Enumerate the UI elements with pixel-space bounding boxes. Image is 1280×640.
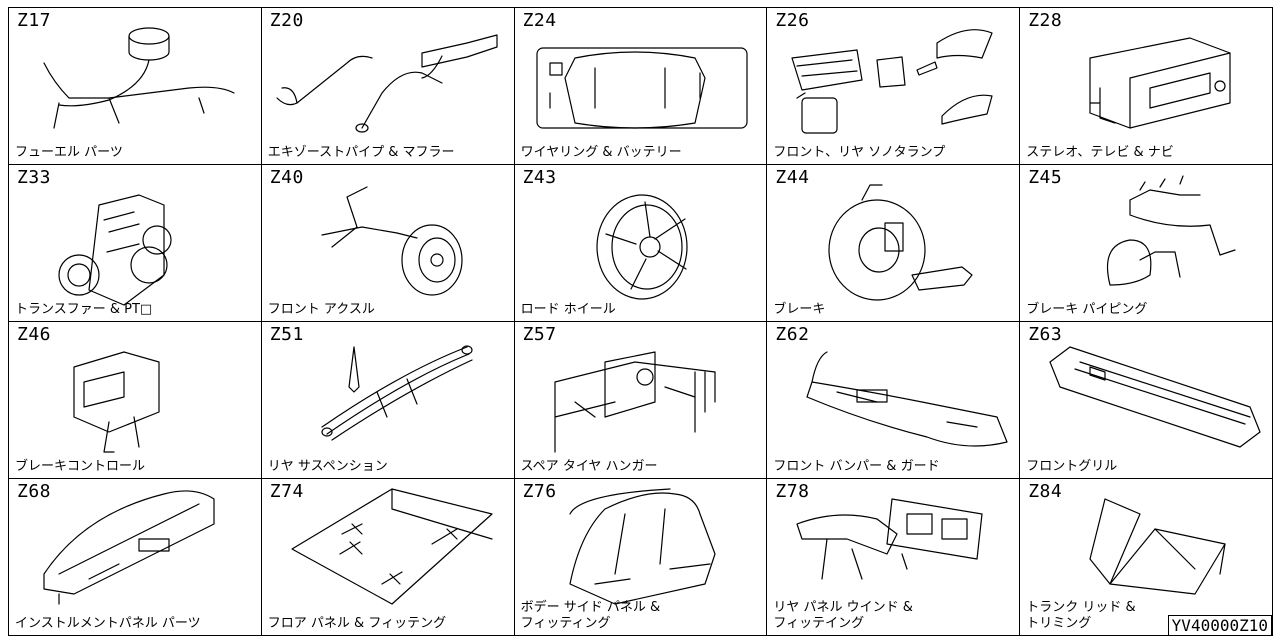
section-code: Z40 [269,167,304,188]
section-label: フロント バンパー & ガード [773,459,940,474]
section-code: Z62 [775,324,810,345]
section-label: エキゾーストパイプ & マフラー [267,145,455,160]
section-code: Z63 [1028,324,1063,345]
section-code: Z84 [1028,481,1063,502]
stereo-part-illustration [1089,37,1231,129]
catalog-cell-z78[interactable]: Z78 リヤ パネル ウインド & フィッテイング [766,478,1021,636]
section-code: Z74 [269,481,304,502]
section-code: Z33 [17,167,52,188]
section-label: フロント、リヤ ソノタランプ [773,145,946,160]
section-code: Z46 [17,324,52,345]
section-label: リヤ サスペンション [267,459,388,474]
section-label: フューエル パーツ [15,145,123,160]
catalog-cell-z24[interactable]: Z24 ワイヤリング & バッテリー [513,7,768,165]
catalog-cell-z40[interactable]: Z40 フロント アクスル [260,164,515,322]
catalog-cell-z51[interactable]: Z51 リヤ サスペンション [260,321,515,479]
catalog-cell-z20[interactable]: Z20 エキゾーストパイプ & マフラー [260,7,515,165]
section-label: フロア パネル & フィッテング [267,616,447,631]
lamps-part-illustration [791,29,993,134]
catalog-cell-z84[interactable]: Z84 トランク リッド & トリミング [1019,478,1273,636]
section-label: トランク リッド & トリミング [1026,600,1136,631]
catalog-cell-z33[interactable]: Z33 トランスファー & PT□ [8,164,262,322]
catalog-cell-z43[interactable]: Z43 ロード ホイール [513,164,768,322]
section-label: ブレーキコントロール [15,459,146,474]
rearpanel-part-illustration [796,498,983,580]
catalog-cell-z28[interactable]: Z28 ステレオ、テレビ & ナビ [1019,7,1273,165]
wheel-part-illustration [595,194,688,300]
reference-code: YV40000Z10 [1167,615,1272,636]
catalog-cell-z68[interactable]: Z68 インストルメントパネル パーツ [8,478,262,636]
section-label: ロード ホイール [520,302,616,317]
catalog-cell-z63[interactable]: Z63 フロントグリル [1019,321,1273,479]
dash-part-illustration [43,490,215,605]
section-label: フロント アクスル [267,302,375,317]
floor-part-illustration [291,488,493,605]
catalog-cell-z76[interactable]: Z76 ボデー サイド パネル & フィッティング [513,478,768,636]
brakectl-part-illustration [73,351,160,453]
fuel-part-illustration [43,27,235,129]
trunk-part-illustration [1089,498,1226,595]
section-code: Z26 [775,10,810,31]
section-code: Z68 [17,481,52,502]
bodyside-part-illustration [568,488,716,605]
grille-part-illustration [1049,346,1261,448]
catalog-cell-z17[interactable]: Z17 フューエル パーツ [8,7,262,165]
brake-part-illustration [828,184,973,301]
section-code: Z20 [269,10,304,31]
section-label: ブレーキ パイピング [1026,302,1148,317]
section-label: インストルメントパネル パーツ [15,616,201,631]
catalog-cell-z26[interactable]: Z26 フロント、リヤ ソノタランプ [766,7,1021,165]
section-label: ボデー サイド パネル & フィッティング [520,600,661,631]
section-code: Z57 [522,324,557,345]
parts-index-grid: Z17 フューエル パーツ Z20 エキゾーストパイプ & マフラー Z24 ワイヤリング… [8,7,1273,636]
brakepipe-part-illustration [1107,175,1236,286]
section-code: Z43 [522,167,557,188]
catalog-cell-z74[interactable]: Z74 フロア パネル & フィッテング [260,478,515,636]
section-label: リヤ パネル ウインド & フィッテイング [773,600,913,631]
section-code: Z76 [522,481,557,502]
section-code: Z28 [1028,10,1063,31]
catalog-cell-z46[interactable]: Z46 ブレーキコントロール [8,321,262,479]
catalog-cell-z57[interactable]: Z57 スペア タイヤ ハンガー [513,321,768,479]
section-label: ワイヤリング & バッテリー [520,145,682,160]
spare-part-illustration [553,351,716,453]
section-code: Z78 [775,481,810,502]
wiring-part-illustration [535,47,748,129]
section-code: Z24 [522,10,557,31]
section-label: トランスファー & PT□ [15,302,153,317]
section-label: フロントグリル [1026,459,1118,474]
transfer-part-illustration [58,194,172,306]
section-label: ブレーキ [773,302,826,317]
exhaust-part-illustration [276,34,498,133]
suspension-part-illustration [321,345,473,441]
section-code: Z45 [1028,167,1063,188]
bumper-part-illustration [806,351,1008,447]
section-label: ステレオ、テレビ & ナビ [1026,145,1174,160]
catalog-cell-z44[interactable]: Z44 ブレーキ [766,164,1021,322]
catalog-cell-z62[interactable]: Z62 フロント バンパー & ガード [766,321,1021,479]
section-code: Z44 [775,167,810,188]
section-label: スペア タイヤ ハンガー [520,459,658,474]
catalog-cell-z45[interactable]: Z45 ブレーキ パイピング [1019,164,1273,322]
section-code: Z51 [269,324,304,345]
section-code: Z17 [17,10,52,31]
axle-part-illustration [321,186,463,296]
